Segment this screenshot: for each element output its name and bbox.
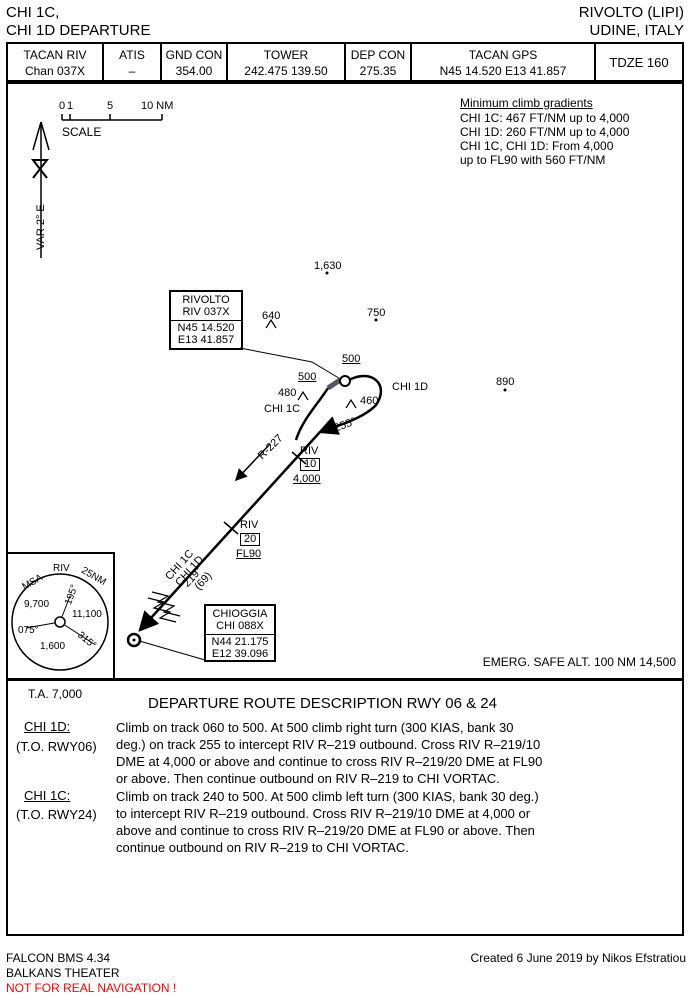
elevation-label: 480 (278, 387, 297, 399)
gradient-line: up to FL90 with 560 FT/NM (460, 153, 606, 167)
rivolto-info-box: RIVOLTO RIV 037X N45 14.520 E13 41.857 (169, 290, 243, 350)
fix-label: RIV (300, 445, 319, 457)
footer-sim: FALCON BMS 4.34 (6, 951, 111, 965)
tacan-riv-icon (339, 375, 351, 387)
gradient-line: CHI 1D: 260 FT/NM up to 4,000 (460, 125, 630, 139)
description-panel (6, 680, 684, 936)
msa-sector-altitude: 1,600 (40, 641, 66, 652)
footer-theater: BALKANS THEATER (6, 966, 120, 980)
altitude-label: 500 (342, 353, 361, 365)
chi-1d-label: CHI 1D (392, 381, 429, 393)
scale-tick-0: 0 (59, 100, 66, 112)
rivolto-leader (239, 347, 343, 381)
scale-bar (61, 114, 163, 121)
elevation-label: 750 (367, 307, 386, 319)
r227-arrow (234, 443, 271, 482)
freq-atis: ATIS– (104, 44, 162, 80)
route-text-chi1d: Climb on track 060 to 500. At 500 climb … (116, 720, 543, 786)
procedure-title-line1: CHI 1C, (6, 4, 60, 21)
chi-1c-track (294, 387, 330, 441)
chi-1d-track (317, 374, 383, 435)
gradient-line: CHI 1C, CHI 1D: From 4,000 (460, 139, 614, 153)
route-name-chi1c: CHI 1C: (24, 788, 71, 803)
chi-1c-label: CHI 1C (264, 403, 301, 415)
dme-box: 20 (240, 533, 261, 546)
fix-label: RIV (240, 519, 259, 531)
msa-bearing: 075° (18, 625, 39, 636)
elevation-label: 1,630 (314, 260, 342, 272)
msa-sector-altitude: 9,700 (24, 599, 50, 610)
transition-altitude: T.A. 7,000 (28, 687, 83, 701)
footer-warning: NOT FOR REAL NAVIGATION ! (6, 981, 177, 995)
route-name-chi1d: CHI 1D: (24, 719, 71, 734)
elevation-label: 640 (262, 310, 281, 322)
scale-tick-5: 5 (107, 100, 114, 112)
route-break (151, 591, 181, 617)
airport-name: RIVOLTO (LIPI) (578, 4, 684, 21)
elevation-label: 890 (496, 376, 515, 388)
scale-label: SCALE (62, 125, 102, 139)
gradients-title: Minimum climb gradients (460, 96, 593, 110)
chioggia-info-box: CHIOGGIA CHI 088X N44 21.175 E12 39.096 (204, 604, 276, 662)
outbound-r219 (138, 431, 321, 632)
route-text-chi1c: Climb on track 240 to 500. At 500 climb … (116, 789, 539, 855)
elevation-label: 460 (360, 395, 379, 407)
route-description-title: DEPARTURE ROUTE DESCRIPTION RWY 06 & 24 (148, 695, 497, 712)
msa-circle (11, 573, 109, 671)
north-arrow-icon (30, 121, 50, 258)
procedure-title-line2: CHI 1D DEPARTURE (6, 22, 151, 39)
msa-riv: RIV (53, 563, 70, 574)
msa-sector-altitude: 11,100 (72, 609, 102, 620)
altitude-label: 500 (298, 371, 317, 383)
route-runway: (T.O. RWY24) (16, 807, 97, 822)
variation-label: VAR 2° E (35, 204, 47, 250)
gradient-line: CHI 1C: 467 FT/NM up to 4,000 (460, 111, 630, 125)
scale-tick-1: 1 (67, 100, 74, 112)
scale-tick-10: 10 NM (141, 100, 174, 112)
altitude-label: 4,000 (293, 473, 321, 485)
runway (326, 377, 342, 391)
altitude-label: FL90 (236, 548, 262, 560)
dme-box: 10 (300, 458, 321, 471)
chioggia-leader (135, 639, 206, 661)
footer-credit: Created 6 June 2019 by Nikos Efstratiou (470, 951, 686, 965)
tdze: TDZE 160 (609, 55, 669, 70)
chi-vortac-icon (126, 632, 142, 648)
route-runway: (T.O. RWY06) (16, 739, 97, 754)
airport-location: UDINE, ITALY (589, 22, 684, 39)
emergency-safe-altitude: EMERG. SAFE ALT. 100 NM 14,500 (482, 655, 676, 669)
